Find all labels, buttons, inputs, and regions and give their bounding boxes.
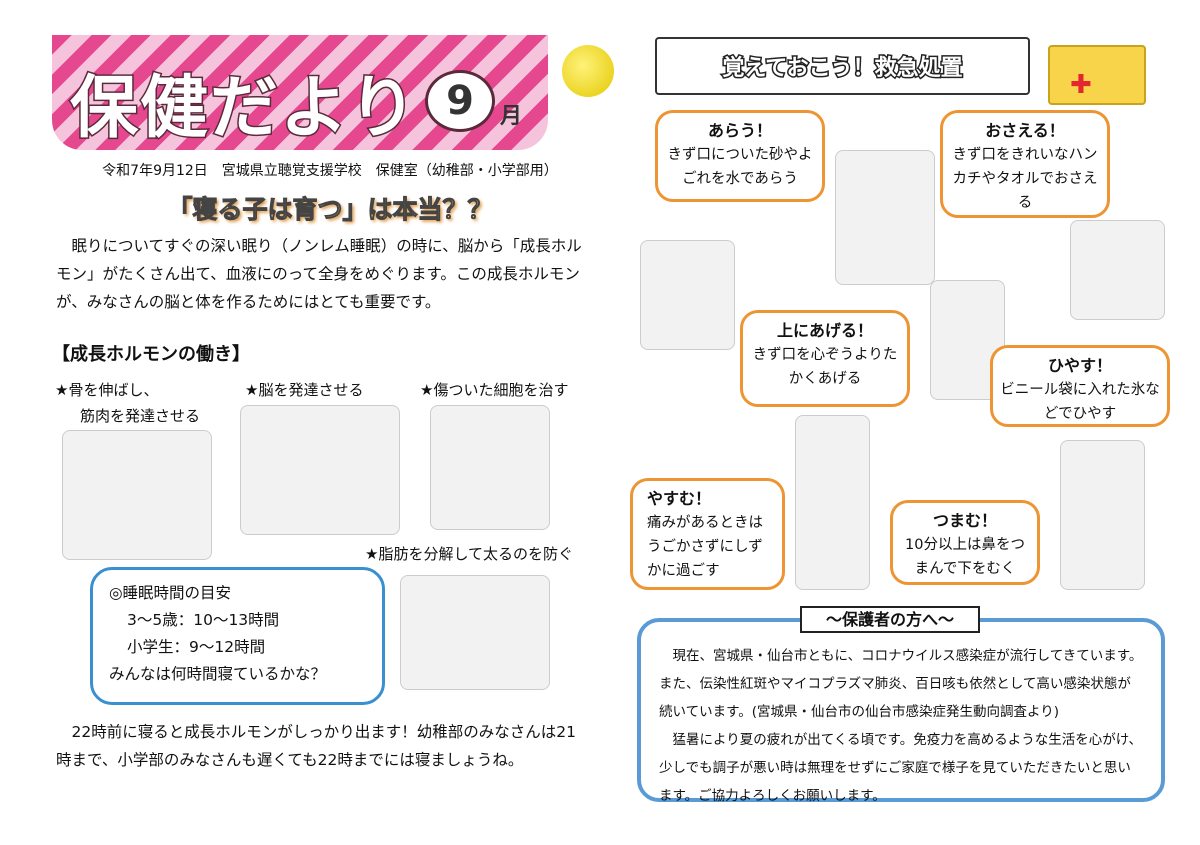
step-raise-bubble: 上にあげる！ きず口を心ぞうよりたかくあげる <box>740 310 910 407</box>
step-text: きず口についた砂やよごれを水であらう <box>667 147 813 187</box>
month-label: 月 <box>500 104 523 129</box>
step-text: ビニール袋に入れた氷などでひやす <box>1000 382 1160 422</box>
red-cross-icon: ✚ <box>1070 70 1092 100</box>
step-title: つまむ！ <box>932 511 997 530</box>
effect-fat: ★脂肪を分解して太るのを防ぐ <box>365 545 573 563</box>
washing-illustration <box>835 150 935 285</box>
effect-brain: ★脳を発達させる <box>245 381 364 399</box>
guardian-paragraph-2: 猛暑により夏の疲れが出てくる頃です。免疫力を高めるような生活を心がけ、少しでも調… <box>659 732 1143 804</box>
raising-arm-illustration <box>640 240 735 350</box>
first-aid-title: 覚えておこう！救急処置 <box>655 37 1030 95</box>
nosebleed-illustration <box>1060 440 1145 590</box>
step-rest-bubble: やすむ！ 痛みがあるときはうごかさずにしずかに過ごす <box>630 478 785 590</box>
sleep-guide-line: 3～5歳：10～13時間 <box>127 611 280 629</box>
injured-girl-illustration <box>430 405 550 530</box>
sleep-guide-question: みんなは何時間寝ているかな？ <box>109 665 327 683</box>
mirror-illustration <box>400 575 550 690</box>
sleep-guide-line: 小学生：9～12時間 <box>127 638 266 656</box>
step-title: 上にあげる！ <box>776 321 873 340</box>
step-title: やすむ！ <box>647 489 712 508</box>
step-text: 痛みがあるときはうごかさずにしずかに過ごす <box>647 515 763 579</box>
month-number: 9 <box>425 70 495 132</box>
sleep-guide-title: ◎睡眠時間の目安 <box>109 584 232 602</box>
sleep-guide-bubble: ◎睡眠時間の目安 3～5歳：10～13時間 小学生：9～12時間 みんなは何時間… <box>90 567 385 705</box>
step-title: あらう！ <box>707 121 772 140</box>
newsletter-title: 保健だより <box>69 68 419 150</box>
step-text: 10分以上は鼻をつまんで下をむく <box>905 537 1025 577</box>
sleeping-illustration <box>240 405 400 535</box>
headline: 「寝る子は育つ」は本当？？ <box>167 195 493 225</box>
step-text: きず口を心ぞうよりたかくあげる <box>752 347 898 387</box>
step-text: きず口をきれいなハンカチやタオルでおさえる <box>952 147 1098 211</box>
pressing-leg-illustration <box>1070 220 1165 320</box>
guardian-notice-title: ～保護者の方へ～ <box>800 606 980 633</box>
guardian-notice: 現在、宮城県・仙台市ともに、コロナウイルス感染症が流行してきています。また、伝染… <box>637 618 1165 804</box>
step-title: おさえる！ <box>985 121 1065 140</box>
effect-cells: ★傷ついた細胞を治す <box>420 381 569 399</box>
step-pinch-bubble: つまむ！ 10分以上は鼻をつまんで下をむく <box>890 500 1040 585</box>
closing-paragraph: 22時前に寝ると成長ホルモンがしっかり出ます！幼稚部のみなさんは21時まで、小学… <box>56 723 576 769</box>
resting-boy-illustration <box>795 415 870 590</box>
step-title: ひやす！ <box>1047 356 1112 375</box>
step-press-bubble: おさえる！ きず口をきれいなハンカチやタオルでおさえる <box>940 110 1110 218</box>
moon-illustration <box>562 45 614 97</box>
exercise-illustration <box>62 430 212 560</box>
step-wash-bubble: あらう！ きず口についた砂やよごれを水であらう <box>655 110 825 202</box>
first-aid-kit-icon <box>1048 45 1146 105</box>
effect-muscle: 筋肉を発達させる <box>80 407 201 425</box>
effect-bone: ★骨を伸ばし、 <box>55 381 159 399</box>
section-title: 【成長ホルモンの働き】 <box>52 344 250 365</box>
intro-paragraph: 眠りについてすぐの深い眠り（ノンレム睡眠）の時に、脳から「成長ホルモン」がたくさ… <box>56 237 582 311</box>
guardian-paragraph-1: 現在、宮城県・仙台市ともに、コロナウイルス感染症が流行してきています。また、伝染… <box>659 648 1143 720</box>
date-line: 令和7年9月12日 宮城県立聴覚支援学校 保健室（幼稚部・小学部用） <box>102 163 558 179</box>
step-cool-bubble: ひやす！ ビニール袋に入れた氷などでひやす <box>990 345 1170 427</box>
